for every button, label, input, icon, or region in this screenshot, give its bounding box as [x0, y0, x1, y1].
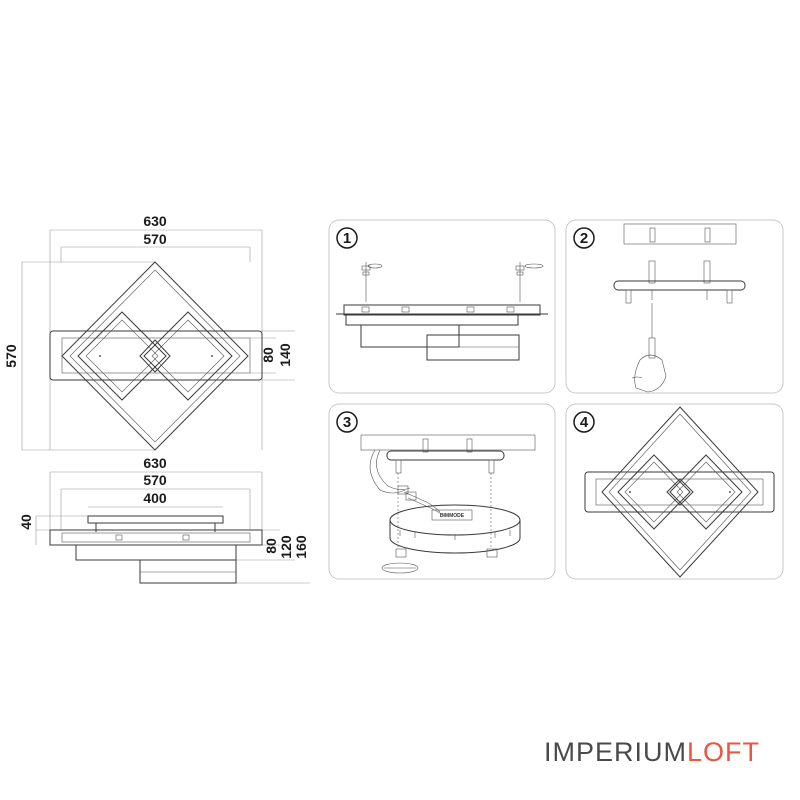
top-bar-height-inner-label: 80 [260, 347, 276, 363]
side-width-inner-label: 570 [143, 472, 167, 488]
screw-icon [361, 262, 383, 302]
brand-logo: IMPERIUMLOFT [544, 737, 760, 767]
side-mount-height-label: 40 [18, 514, 34, 530]
top-view-drawing [21, 229, 295, 451]
side-width-outer-label: 630 [143, 455, 167, 471]
step-2-number: 2 [580, 230, 588, 247]
step-2-panel: 2 [565, 219, 784, 394]
screw-icon [515, 262, 544, 302]
side-height-c-label: 160 [293, 535, 309, 559]
screwdriver-icon [648, 303, 656, 359]
side-view-drawing [35, 471, 310, 584]
top-width-outer-label: 630 [143, 213, 167, 229]
top-width-inner-label: 570 [143, 231, 167, 247]
side-height-a-label: 80 [263, 538, 279, 554]
step-4-panel: 4 [565, 403, 784, 580]
step-1-panel: 1 [328, 219, 556, 394]
top-height-label: 570 [3, 344, 19, 368]
step-3-panel: 3 DIMMODE [328, 403, 556, 580]
driver-label: DIMMODE [440, 513, 465, 519]
step-1-number: 1 [343, 230, 351, 247]
hand-icon [631, 354, 667, 393]
side-height-b-label: 120 [278, 535, 294, 559]
brand-part2: LOFT [687, 737, 760, 767]
step-4-number: 4 [580, 414, 589, 431]
side-mount-width-label: 400 [143, 490, 167, 506]
step-3-number: 3 [343, 414, 351, 431]
brand-part1: IMPERIUM [544, 737, 687, 767]
top-bar-height-outer-label: 140 [277, 343, 293, 367]
